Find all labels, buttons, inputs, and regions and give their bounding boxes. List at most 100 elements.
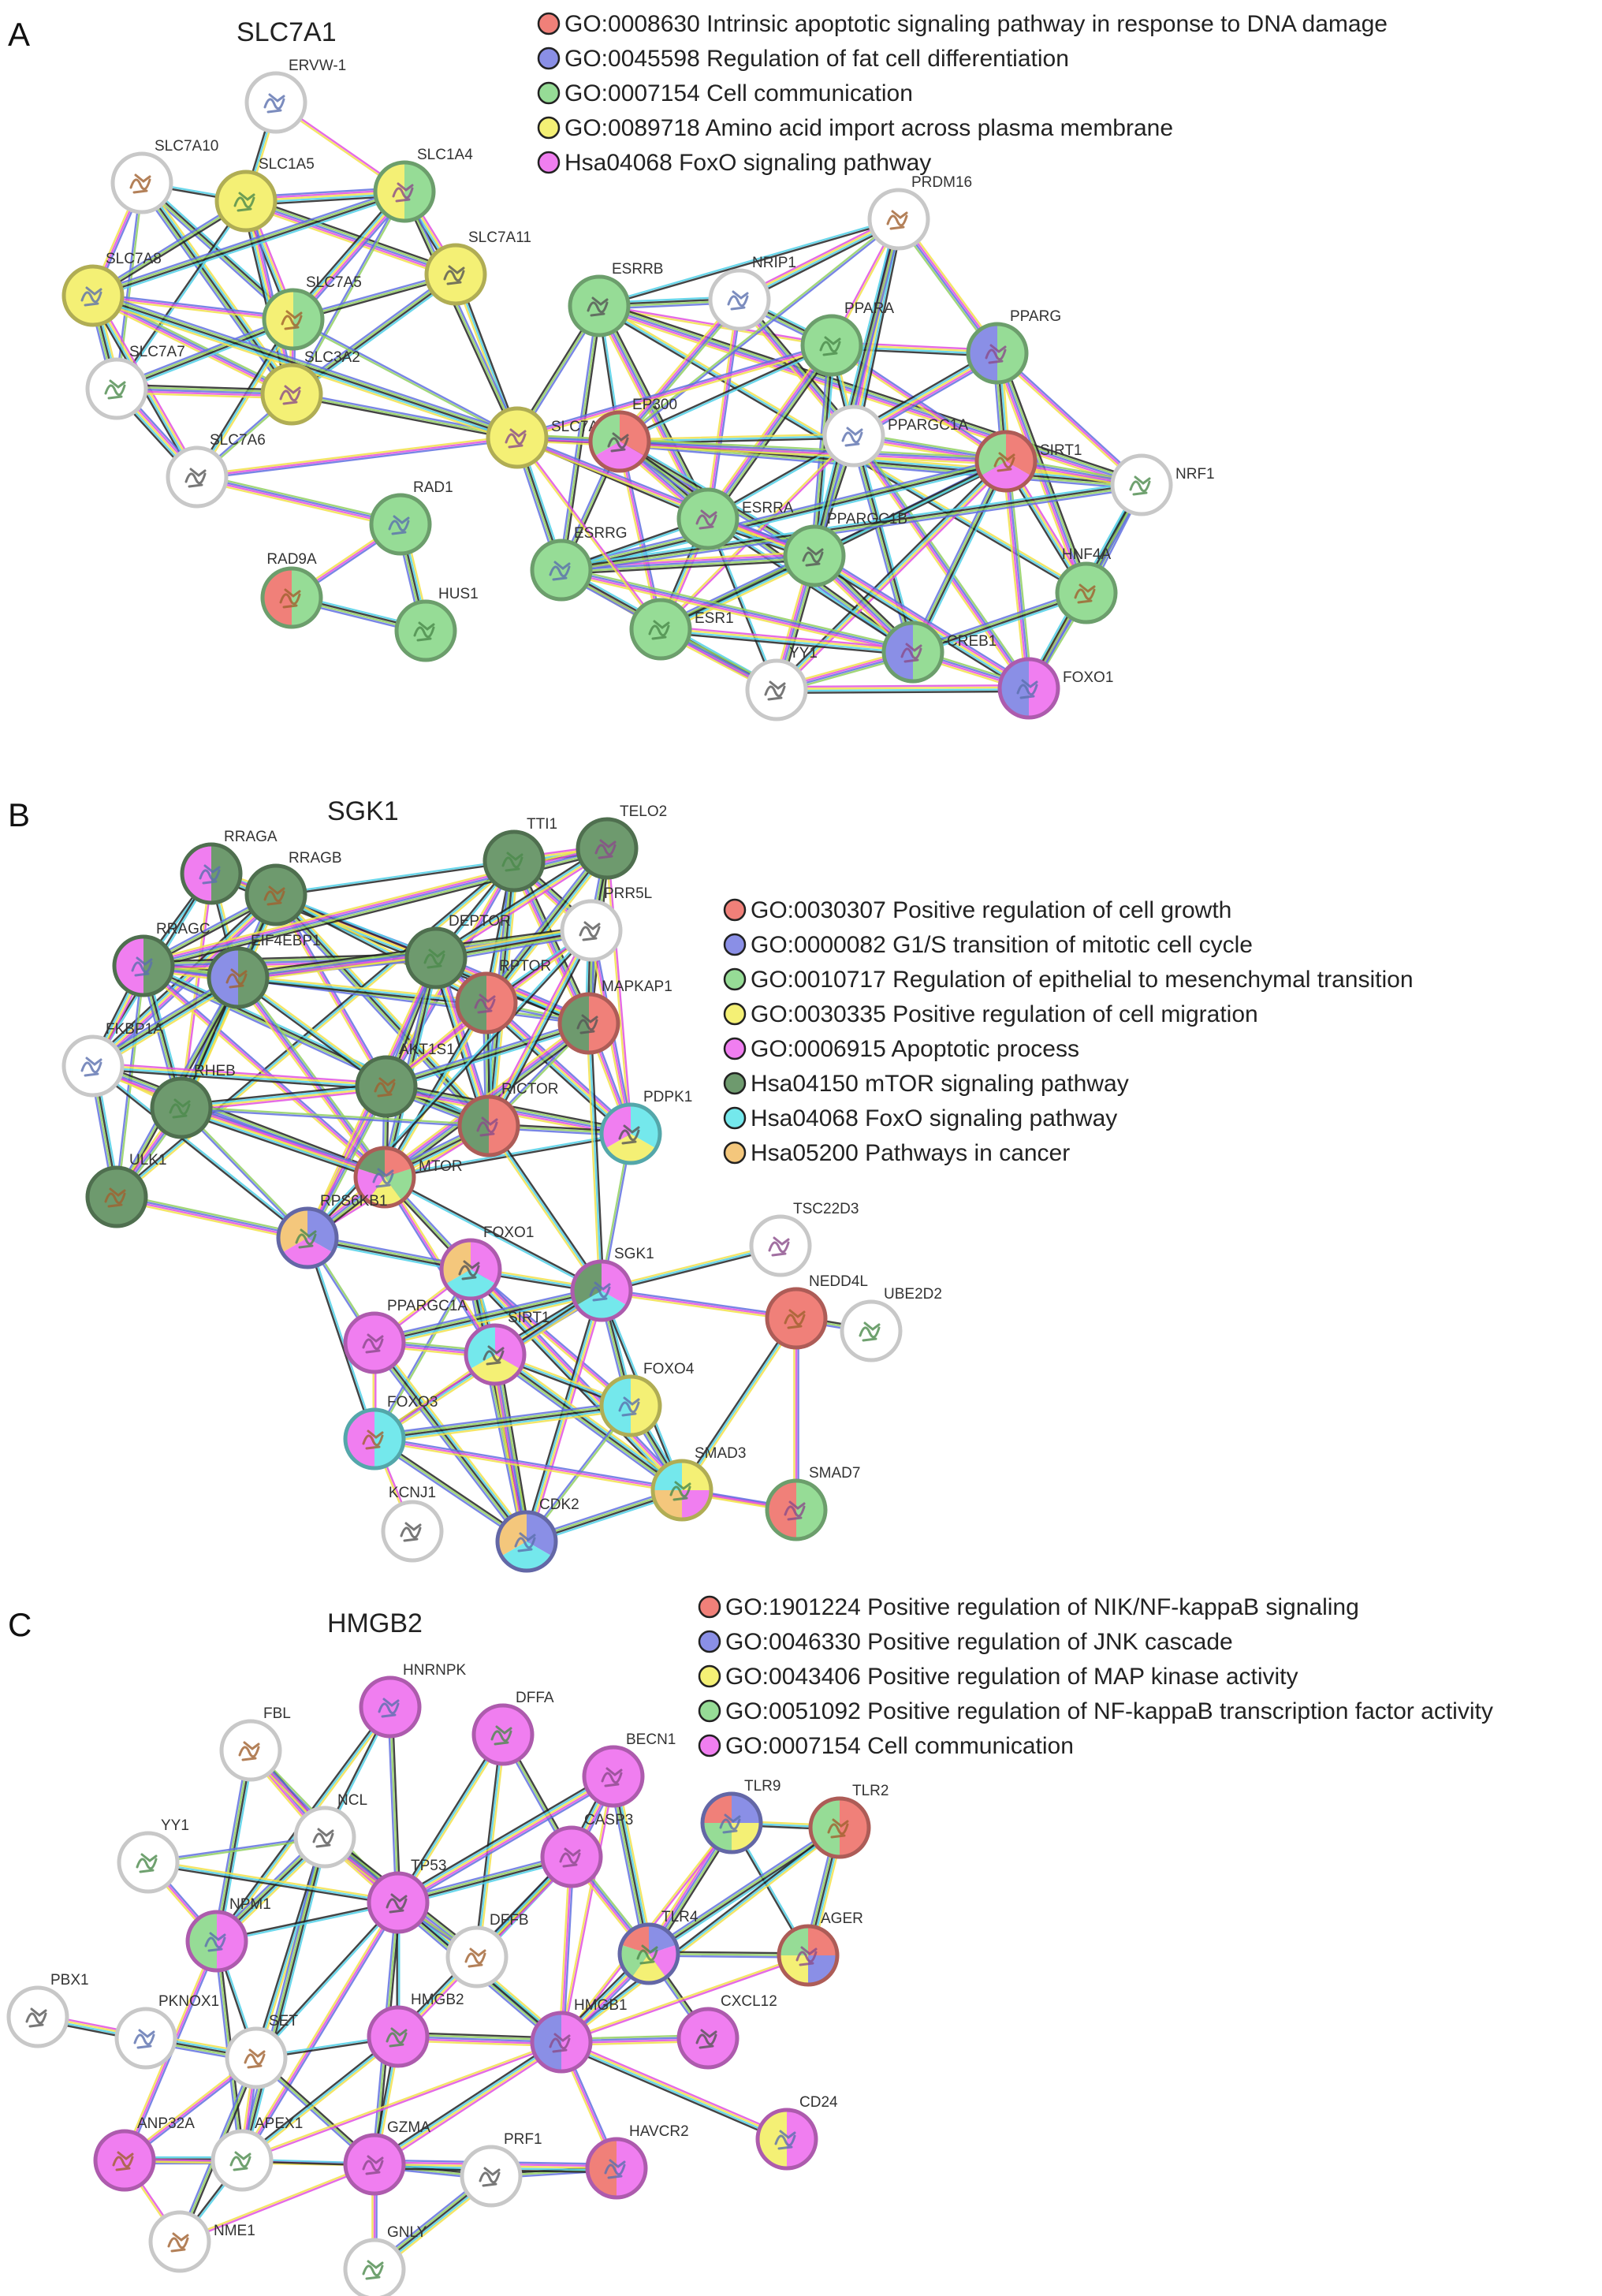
edge xyxy=(114,199,248,390)
node-ring xyxy=(783,524,846,587)
protein-structure-icon xyxy=(764,680,786,701)
edge-line xyxy=(92,293,295,319)
legend-item: GO:0000082 G1/S transition of mitotic ce… xyxy=(723,932,1253,958)
edge xyxy=(560,1953,810,2044)
node-ring xyxy=(582,1745,645,1808)
node-label: MAPKAP1 xyxy=(602,978,672,995)
node-label: PBX1 xyxy=(50,1972,89,1988)
edge-line xyxy=(179,1110,385,1183)
panel-c-title: HMGB2 xyxy=(327,1608,423,1638)
edge-line xyxy=(398,1777,616,1906)
panel-b-title: SGK1 xyxy=(327,796,399,826)
node-tlr2: TLR2 xyxy=(808,1783,889,1859)
edge xyxy=(147,1859,400,1906)
node-label: PRF1 xyxy=(504,2131,542,2148)
node-ring xyxy=(457,1094,520,1157)
node-slc1a5: SLC1A5 xyxy=(214,156,315,233)
edge-line xyxy=(494,1353,528,1543)
edge-line xyxy=(147,1863,399,1906)
node-ring xyxy=(765,1478,828,1541)
node-ring xyxy=(676,2007,740,2070)
edge-line xyxy=(586,1022,601,1292)
edge-line xyxy=(91,1064,388,1086)
node-label: SLC1A4 xyxy=(417,147,473,163)
node-label: RAD9A xyxy=(266,551,317,568)
protein-structure-icon xyxy=(225,968,248,989)
node-tlr4: TLR4 xyxy=(617,1909,699,1985)
edge-line xyxy=(276,893,492,1126)
edge-line xyxy=(373,1437,798,1511)
node-ring xyxy=(557,992,620,1055)
node-ulk1: ULK1 xyxy=(85,1152,167,1228)
node-nrf1: NRF1 xyxy=(1110,453,1215,516)
edge-line xyxy=(372,1268,471,1440)
node-fill xyxy=(213,2131,271,2190)
node-foxo3: FOXO3 xyxy=(343,1394,438,1470)
edge-line xyxy=(196,477,401,527)
panel-b-legend: GO:0030307 Positive regulation of cell g… xyxy=(723,897,1414,1166)
node-ring xyxy=(482,829,546,893)
node-fill xyxy=(168,448,226,506)
edge-line xyxy=(647,1825,840,1955)
edge-line xyxy=(91,892,276,1066)
legend-swatch xyxy=(698,1699,721,1723)
edge xyxy=(995,350,1144,488)
edge-line xyxy=(516,344,833,439)
edge-line xyxy=(386,1003,490,1180)
edge-line xyxy=(180,1105,490,1126)
edge-line xyxy=(307,1236,377,1440)
edge-line xyxy=(374,2044,564,2168)
node-slice xyxy=(779,1955,808,1985)
edge-line xyxy=(560,2041,788,2141)
protein-structure-icon xyxy=(607,432,629,453)
node-ring xyxy=(700,1791,763,1854)
node-label: HMGB2 xyxy=(411,1992,464,2008)
edge-line xyxy=(196,438,519,480)
node-fill xyxy=(562,901,620,960)
node-slice xyxy=(653,1490,682,1519)
edge-line xyxy=(559,572,914,656)
edge-line xyxy=(434,846,608,959)
protein-structure-icon xyxy=(199,864,221,885)
node-ring xyxy=(617,1922,680,1985)
node-fill xyxy=(64,1037,122,1095)
node-ring xyxy=(867,188,930,251)
edge-line xyxy=(620,440,664,630)
node-label: SLC1A5 xyxy=(259,156,315,173)
edge-line xyxy=(196,434,518,476)
node-ring xyxy=(966,322,1029,385)
edge-line xyxy=(180,1106,386,1179)
edge-line xyxy=(598,303,1144,484)
node-slice xyxy=(561,2013,591,2071)
edge-line xyxy=(92,293,520,437)
edge-line xyxy=(709,299,743,520)
legend-item: GO:0043406 Positive regulation of MAP ki… xyxy=(698,1664,1298,1690)
node-ervw-1: ERVW-1 xyxy=(244,58,346,134)
node-esrrg: ESRRG xyxy=(530,525,628,602)
legend-swatch xyxy=(537,81,561,105)
panel-c-legend: GO:1901224 Positive regulation of NIK/NF… xyxy=(698,1594,1493,1759)
node-cxcl12: CXCL12 xyxy=(676,1993,777,2070)
edge-line xyxy=(181,1088,388,1113)
node-ring xyxy=(464,1323,527,1386)
node-pknox1: PKNOX1 xyxy=(114,1993,219,2070)
edge xyxy=(383,1175,603,1293)
edge-line xyxy=(590,1022,605,1292)
node-ring xyxy=(343,1407,406,1470)
node-fill xyxy=(95,2131,154,2190)
node-fill xyxy=(751,1217,810,1275)
node-ring xyxy=(676,487,740,550)
protein-structure-icon xyxy=(80,1057,102,1077)
node-ring xyxy=(85,1165,148,1228)
node-ring xyxy=(381,1500,444,1563)
edge-line xyxy=(383,1001,488,1179)
panel-a-legend: GO:0008630 Intrinsic apoptotic signaling… xyxy=(537,11,1388,176)
edge-line xyxy=(706,344,833,520)
node-label: GNLY xyxy=(387,2224,427,2241)
node-yy1: YY1 xyxy=(745,645,818,721)
node-slc7a7: SLC7A7 xyxy=(85,344,185,420)
edge xyxy=(382,1001,490,1180)
edge-line xyxy=(493,1355,682,1493)
node-label: NRF1 xyxy=(1175,466,1215,483)
